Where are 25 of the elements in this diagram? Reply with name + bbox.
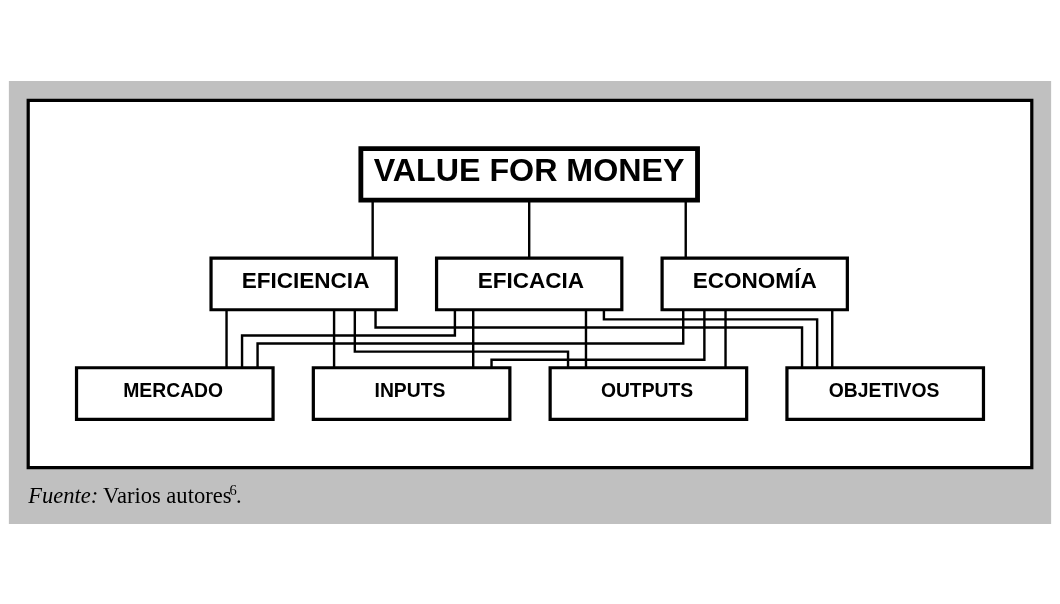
connector <box>225 309 228 367</box>
node-box: ECONOMÍA <box>660 256 849 311</box>
node-box: EFICACIA <box>434 256 624 311</box>
connector <box>240 309 457 367</box>
connector <box>256 309 685 367</box>
connector <box>472 309 475 367</box>
node-box: OBJETIVOS <box>785 365 986 421</box>
connector <box>684 199 687 257</box>
connector <box>584 309 588 367</box>
connector <box>528 199 531 257</box>
connector <box>332 309 336 367</box>
connector <box>831 309 834 367</box>
connector <box>490 309 706 368</box>
connector <box>353 309 570 368</box>
node-box: VALUE FOR MONEY <box>358 145 700 203</box>
connector <box>371 199 374 257</box>
node-box: EFICIENCIA <box>209 256 398 311</box>
node-box: MERCADO <box>74 365 275 421</box>
node-box: OUTPUTS <box>548 365 749 421</box>
caption: Fuente: Varios autores$^{6}$. <box>28 481 242 508</box>
node-box: INPUTS <box>311 365 512 421</box>
connector <box>724 309 727 367</box>
connector <box>374 309 804 367</box>
connector <box>602 309 819 368</box>
cluster <box>26 98 1034 469</box>
